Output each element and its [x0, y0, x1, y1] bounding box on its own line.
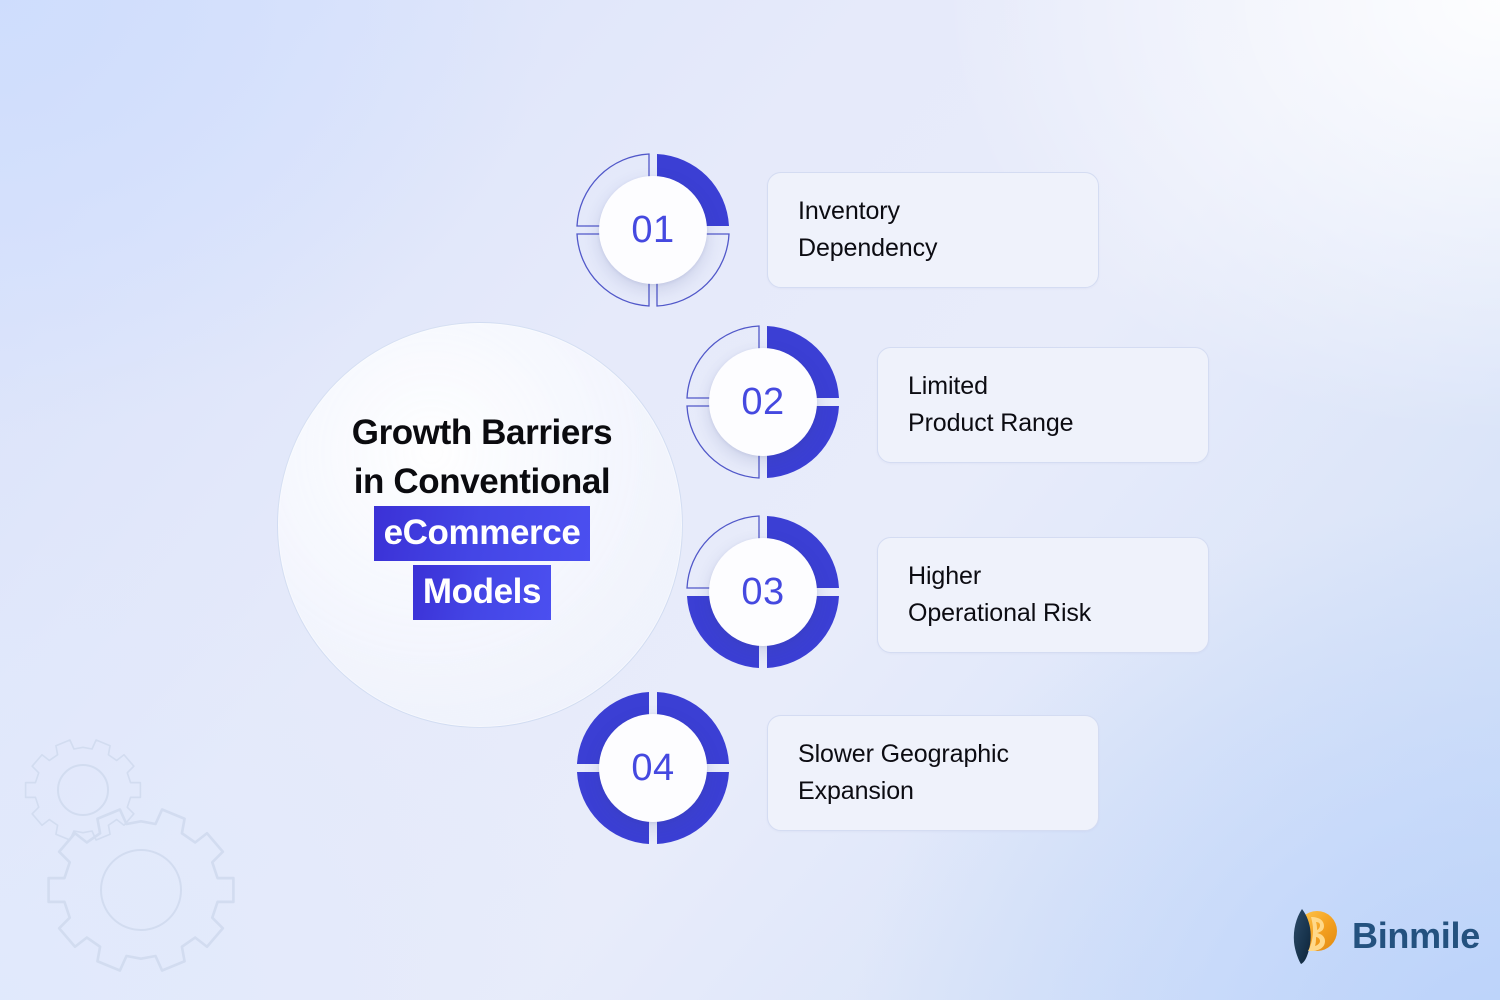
title-highlight-2: Models: [412, 565, 552, 620]
brand-name: Binmile: [1352, 915, 1480, 956]
ring-quadrants-03: [686, 515, 839, 668]
ring-quadrant-filled: [767, 406, 839, 478]
ring-quadrant-filled: [767, 516, 839, 588]
title-highlight-1: eCommerce: [373, 506, 591, 561]
step-number-03: 03: [741, 570, 785, 613]
step-label-03: Higher Operational Risk: [908, 562, 1092, 627]
ring-quadrant-filled: [657, 154, 729, 226]
page-title: Growth Barriers in Conventional eCommerc…: [297, 408, 667, 620]
ring-core-02: 02: [709, 348, 817, 456]
binmile-logo-icon: [1293, 909, 1337, 964]
progress-ring-04: 04: [571, 686, 735, 850]
step-card-02[interactable]: Limited Product Range: [877, 347, 1209, 463]
brand-logo: Binmile: [1286, 906, 1480, 966]
title-line-2: in Conventional: [353, 462, 611, 501]
progress-ring-03: 03: [681, 510, 845, 674]
ring-core-01: 01: [599, 176, 707, 284]
ring-quadrant-filled: [687, 596, 759, 668]
ring-quadrant-filled: [767, 596, 839, 668]
progress-ring-01: 01: [571, 148, 735, 312]
step-number-04: 04: [631, 746, 675, 789]
step-card-01[interactable]: Inventory Dependency: [767, 172, 1099, 288]
step-card-03[interactable]: Higher Operational Risk: [877, 537, 1209, 653]
decorative-gears: [18, 700, 248, 1000]
ring-quadrants-04: [577, 692, 729, 844]
gear-large-icon: [47, 808, 235, 972]
step-label-04: Slower Geographic Expansion: [798, 740, 1009, 805]
step-card-04[interactable]: Slower Geographic Expansion: [767, 715, 1099, 831]
progress-ring-02: 02: [681, 320, 845, 484]
ring-quadrant-filled: [577, 692, 649, 764]
ring-quadrant-filled: [657, 772, 729, 844]
gear-small-icon: [24, 739, 142, 841]
step-number-01: 01: [631, 208, 675, 251]
step-label-02: Limited Product Range: [908, 372, 1074, 437]
step-label-01: Inventory Dependency: [798, 197, 938, 262]
ring-quadrant-filled: [577, 772, 649, 844]
ring-core-04: 04: [599, 714, 707, 822]
title-line-1: Growth Barriers: [351, 413, 613, 452]
ring-quadrant-filled: [767, 326, 839, 398]
ring-core-03: 03: [709, 538, 817, 646]
step-number-02: 02: [741, 380, 785, 423]
ring-quadrant-filled: [657, 692, 729, 764]
